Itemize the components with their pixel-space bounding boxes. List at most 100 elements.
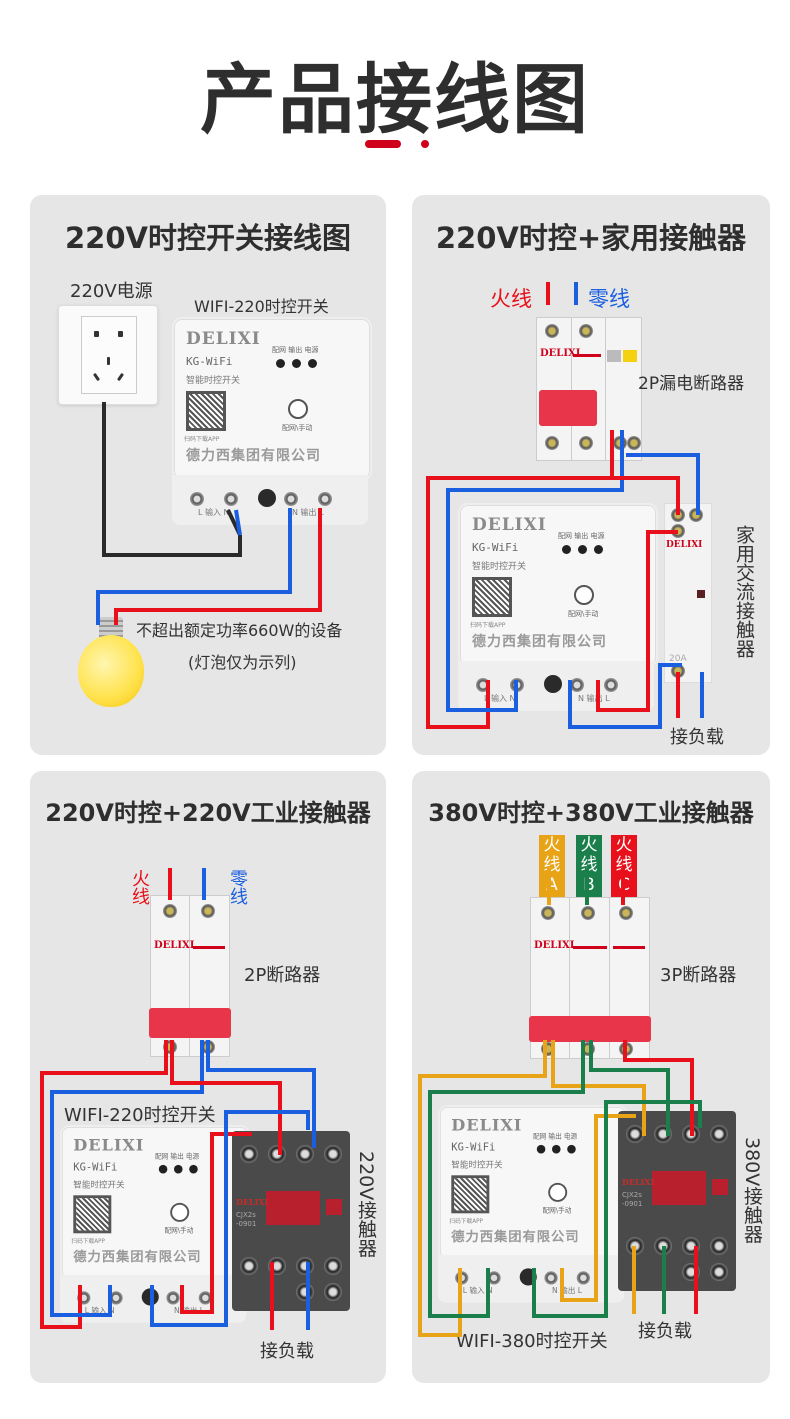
timer-company: 德力西集团有限公司 — [451, 1229, 580, 1245]
terminal-screw-icon — [570, 678, 584, 692]
terminal-screw-icon — [544, 1271, 558, 1285]
antenna-jack-icon — [258, 489, 276, 507]
contactor-actuator — [266, 1191, 320, 1225]
timer-desc: 智能时控开关 — [451, 1161, 503, 1171]
manual-button[interactable] — [548, 1182, 568, 1202]
load-note-example: (灯泡仅为示列) — [188, 653, 297, 672]
led-power-icon — [189, 1164, 198, 1174]
contactor-label: 家用交流接触器 — [733, 525, 755, 658]
manual-button-label: 配网\手动 — [542, 1206, 572, 1215]
breaker-label: 2P断路器 — [244, 965, 321, 986]
neutral-wire-label: 零线 — [588, 287, 630, 311]
contactor-brand: DELIXI — [236, 1197, 269, 1207]
title-accent-dot — [421, 140, 429, 148]
breaker-handle[interactable] — [539, 390, 597, 426]
terminal-in-label: L 输入 N — [462, 1286, 493, 1295]
terminal-screw-icon — [455, 1271, 469, 1285]
manual-button-label: 配网\手动 — [568, 610, 599, 618]
terminal-out-label: N 输出 L — [578, 694, 610, 703]
led-labels: 配网 输出 电源 — [533, 1132, 578, 1141]
industrial-contactor: DELIXI CJX2s -0901 — [618, 1111, 736, 1291]
industrial-contactor: DELIXI CJX2s -0901 — [232, 1131, 350, 1311]
breaker-label: 3P断路器 — [660, 965, 737, 986]
terminal-screw-icon — [166, 1291, 180, 1305]
timer-desc: 智能时控开关 — [472, 562, 527, 572]
breaker-handle[interactable] — [529, 1016, 651, 1042]
breaker-brand: DELIXI — [534, 940, 575, 951]
live-wire-label: 火线 — [490, 287, 532, 311]
terminal-screw-icon — [224, 492, 238, 506]
led-labels: 配网 输出 电源 — [272, 346, 319, 354]
timer-company: 德力西集团有限公司 — [73, 1249, 202, 1265]
contactor-rating: 20A — [669, 654, 687, 664]
timer-company: 德力西集团有限公司 — [472, 634, 607, 650]
terminal-in-label: L 输入 N — [198, 508, 230, 517]
wifi-timer-switch: DELIXI KG-WiFi 智能时控开关 扫码下载APP 德力西集团有限公司 … — [438, 1105, 628, 1305]
wifi-timer-switch: DELIXI KG-WiFi 智能时控开关 扫码下载APP 德力西集团有限公司 … — [60, 1125, 250, 1325]
scan-label: 扫码下载APP — [470, 622, 506, 629]
led-power-icon — [567, 1144, 576, 1154]
wall-socket — [58, 305, 158, 405]
terminal-screw-icon — [604, 678, 618, 692]
qr-code-icon — [472, 577, 512, 617]
terminal-out-label: N 输出 L — [174, 1306, 204, 1315]
light-bulb-icon — [78, 635, 144, 707]
breaker-2p: DELIXI — [149, 895, 231, 1057]
terminal-screw-icon — [190, 492, 204, 506]
manual-button[interactable] — [574, 585, 594, 605]
device-label: WIFI-380时控开关 — [456, 1331, 608, 1352]
device-label: WIFI-220时控开关 — [194, 297, 329, 316]
breaker-handle[interactable] — [149, 1008, 231, 1038]
timer-desc: 智能时控开关 — [73, 1181, 125, 1191]
terminal-screw-icon — [510, 678, 524, 692]
contactor-label: 220V接触器 — [355, 1151, 377, 1258]
load-label: 接负载 — [260, 1341, 314, 1362]
manual-button[interactable] — [288, 399, 308, 419]
terminal-out-label: N 输出 L — [292, 508, 324, 517]
load-label: 接负载 — [638, 1321, 692, 1342]
led-network-icon — [562, 545, 571, 554]
panel-title: 220V时控+家用接触器 — [435, 221, 747, 255]
timer-brand: DELIXI — [73, 1136, 145, 1156]
terminal-in-label: L 输入 N — [84, 1306, 115, 1315]
qr-code-icon — [73, 1195, 112, 1234]
page-title: 产品接线图 — [200, 55, 590, 144]
live-wire-label: 火线 — [129, 869, 150, 905]
timer-model: KG-WiFi — [186, 355, 233, 368]
neutral-wire-label: 零线 — [227, 869, 248, 905]
antenna-jack-icon — [544, 675, 562, 693]
wifi-timer-switch: DELIXI KG-WiFi 智能时控开关 扫码下载APP 德力西集团有限公司 … — [172, 317, 372, 527]
contactor-actuator — [652, 1171, 706, 1205]
qr-code-icon — [451, 1175, 490, 1214]
timer-model: KG-WiFi — [73, 1161, 118, 1174]
breaker-brand: DELIXI — [540, 348, 581, 359]
panel-220v-industrial-contactor: 220V时控+220V工业接触器 火线 零线 DELIXI 2P断路器 WIFI… — [30, 771, 386, 1383]
led-network-icon — [536, 1144, 546, 1154]
antenna-jack-icon — [519, 1268, 537, 1286]
load-note: 不超出额定功率660W的设备 — [136, 621, 343, 640]
led-labels: 配网 输出 电源 — [558, 532, 605, 540]
antenna-jack-icon — [141, 1288, 159, 1306]
timer-model: KG-WiFi — [472, 541, 519, 554]
power-source-label: 220V电源 — [70, 281, 153, 302]
scan-label: 扫码下载APP — [184, 436, 220, 443]
rcd-breaker-2p: DELIXI — [536, 317, 642, 461]
manual-button[interactable] — [170, 1202, 190, 1222]
led-labels: 配网 输出 电源 — [155, 1152, 200, 1161]
terminal-screw-icon — [318, 492, 332, 506]
contactor-label: 380V接触器 — [741, 1137, 763, 1244]
manual-button-label: 配网\手动 — [282, 424, 313, 432]
timer-model: KG-WiFi — [451, 1141, 496, 1154]
led-output-icon — [552, 1144, 561, 1154]
contactor-model: CJX2s -0901 — [622, 1191, 643, 1209]
panel-title: 220V时控+220V工业接触器 — [45, 799, 371, 827]
terminal-screw-icon — [476, 678, 490, 692]
led-output-icon — [292, 359, 301, 368]
